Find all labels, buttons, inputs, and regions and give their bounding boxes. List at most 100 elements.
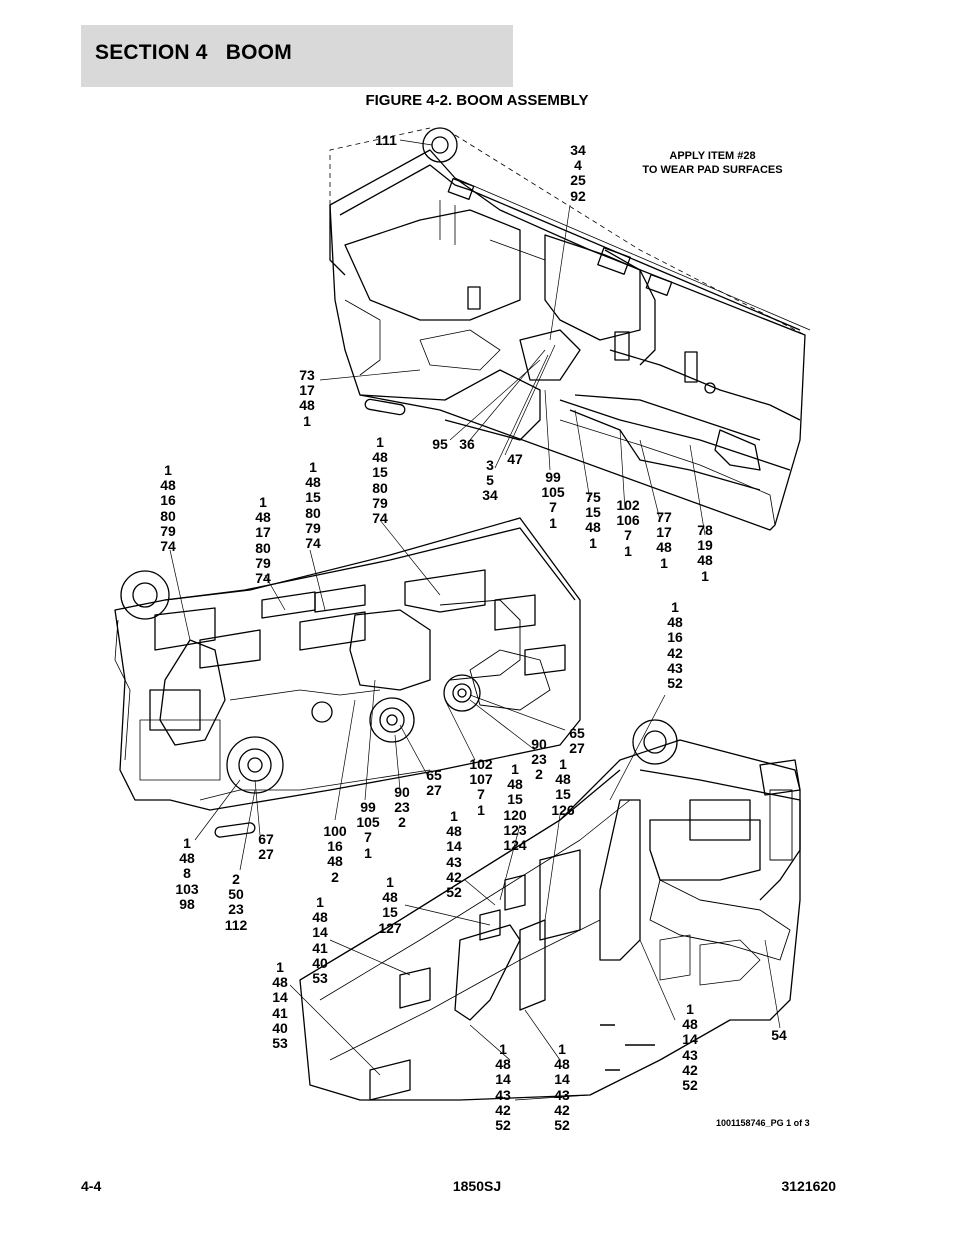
callout-line: 52 <box>667 675 683 692</box>
callout-line: 48 <box>327 853 343 870</box>
callout-line: 77 <box>656 509 672 525</box>
callout-1: 111 <box>366 132 406 148</box>
callout-line: 1 <box>183 835 191 851</box>
callout-37: 54 <box>759 1027 799 1043</box>
callout-line: 1 <box>671 599 679 615</box>
footer-model: 1850SJ <box>452 1178 502 1194</box>
callout-line: 80 <box>255 539 271 556</box>
callout-line: 43 <box>446 853 462 870</box>
callout-line: 90 <box>394 784 410 800</box>
callout-line: 80 <box>160 507 176 524</box>
section-header-band: SECTION 4 BOOM <box>81 25 513 87</box>
callout-line: 92 <box>570 187 586 204</box>
callout-line: 48 <box>667 614 683 631</box>
callout-line: 40 <box>312 954 328 971</box>
callout-line: 14 <box>682 1031 698 1048</box>
callout-line: 79 <box>160 522 176 539</box>
callout-line: 105 <box>356 814 380 831</box>
callout-line: 103 <box>175 880 199 897</box>
callout-line: 48 <box>372 449 388 466</box>
callout-line: 74 <box>255 570 271 587</box>
callout-line: 1 <box>511 761 519 777</box>
callout-line: 1 <box>686 1001 694 1017</box>
callout-line: 41 <box>312 939 328 956</box>
callout-line: 53 <box>272 1035 288 1052</box>
callout-line: 74 <box>372 510 388 527</box>
callout-line: 36 <box>459 436 475 452</box>
callout-line: 48 <box>255 509 271 526</box>
callout-line: 79 <box>372 494 388 511</box>
callout-line: 47 <box>507 451 523 467</box>
callout-line: 27 <box>258 846 274 863</box>
section-title: SECTION 4 BOOM <box>95 41 292 64</box>
callout-line: 1 <box>364 844 372 861</box>
callout-line: 42 <box>495 1101 511 1118</box>
callout-line: 43 <box>667 659 683 676</box>
callout-line: 48 <box>382 889 398 906</box>
callout-line: 14 <box>495 1071 511 1088</box>
callout-line: 8 <box>183 865 191 882</box>
callout-line: 27 <box>426 782 442 799</box>
callout-line: 25 <box>570 172 586 189</box>
callout-line: 74 <box>305 535 321 552</box>
callout-line: 43 <box>495 1086 511 1103</box>
callout-line: 42 <box>554 1101 570 1118</box>
callout-line: 48 <box>160 477 176 494</box>
callout-line: 52 <box>682 1077 698 1094</box>
callout-6: 47 <box>495 451 535 467</box>
callout-line: 41 <box>272 1004 288 1021</box>
callout-line: 2 <box>398 814 406 831</box>
upper-hidden-lines <box>329 127 806 336</box>
callout-line: 16 <box>327 838 343 855</box>
wear-pad-note: APPLY ITEM #28 TO WEAR PAD SURFACES <box>600 149 825 177</box>
callout-line: 1 <box>660 554 668 571</box>
callout-line: 52 <box>554 1117 570 1134</box>
callout-line: 99 <box>545 469 561 485</box>
callout-line: 2 <box>535 766 543 783</box>
callout-line: 17 <box>656 524 672 541</box>
callout-line: 1 <box>477 801 485 818</box>
callout-line: 54 <box>771 1027 787 1043</box>
callout-line: 100 <box>323 823 347 839</box>
callout-line: 111 <box>375 132 397 148</box>
callout-line: 15 <box>507 791 523 808</box>
callout-line: 106 <box>616 512 640 529</box>
callout-line: 1 <box>276 959 284 975</box>
callout-line: 53 <box>312 970 328 987</box>
callout-line: 102 <box>616 497 640 513</box>
callout-line: 98 <box>179 895 195 912</box>
callout-line: 73 <box>299 367 315 383</box>
callout-line: 123 <box>503 821 527 838</box>
callout-line: 7 <box>364 829 372 846</box>
callout-line: 80 <box>305 504 321 521</box>
callout-line: 127 <box>378 919 402 936</box>
callout-line: 5 <box>486 472 494 489</box>
callout-line: 14 <box>554 1071 570 1088</box>
callout-line: 27 <box>569 740 585 757</box>
callout-line: 1 <box>309 459 317 475</box>
callout-line: 112 <box>224 916 248 933</box>
callout-line: 1 <box>450 808 458 824</box>
callout-line: 2 <box>331 868 339 885</box>
callout-line: 1 <box>386 874 394 890</box>
footer-part-number: 3121620 <box>781 1178 836 1194</box>
callout-line: 79 <box>305 519 321 536</box>
callout-line: 1 <box>701 567 709 584</box>
callout-line: 40 <box>272 1019 288 1036</box>
